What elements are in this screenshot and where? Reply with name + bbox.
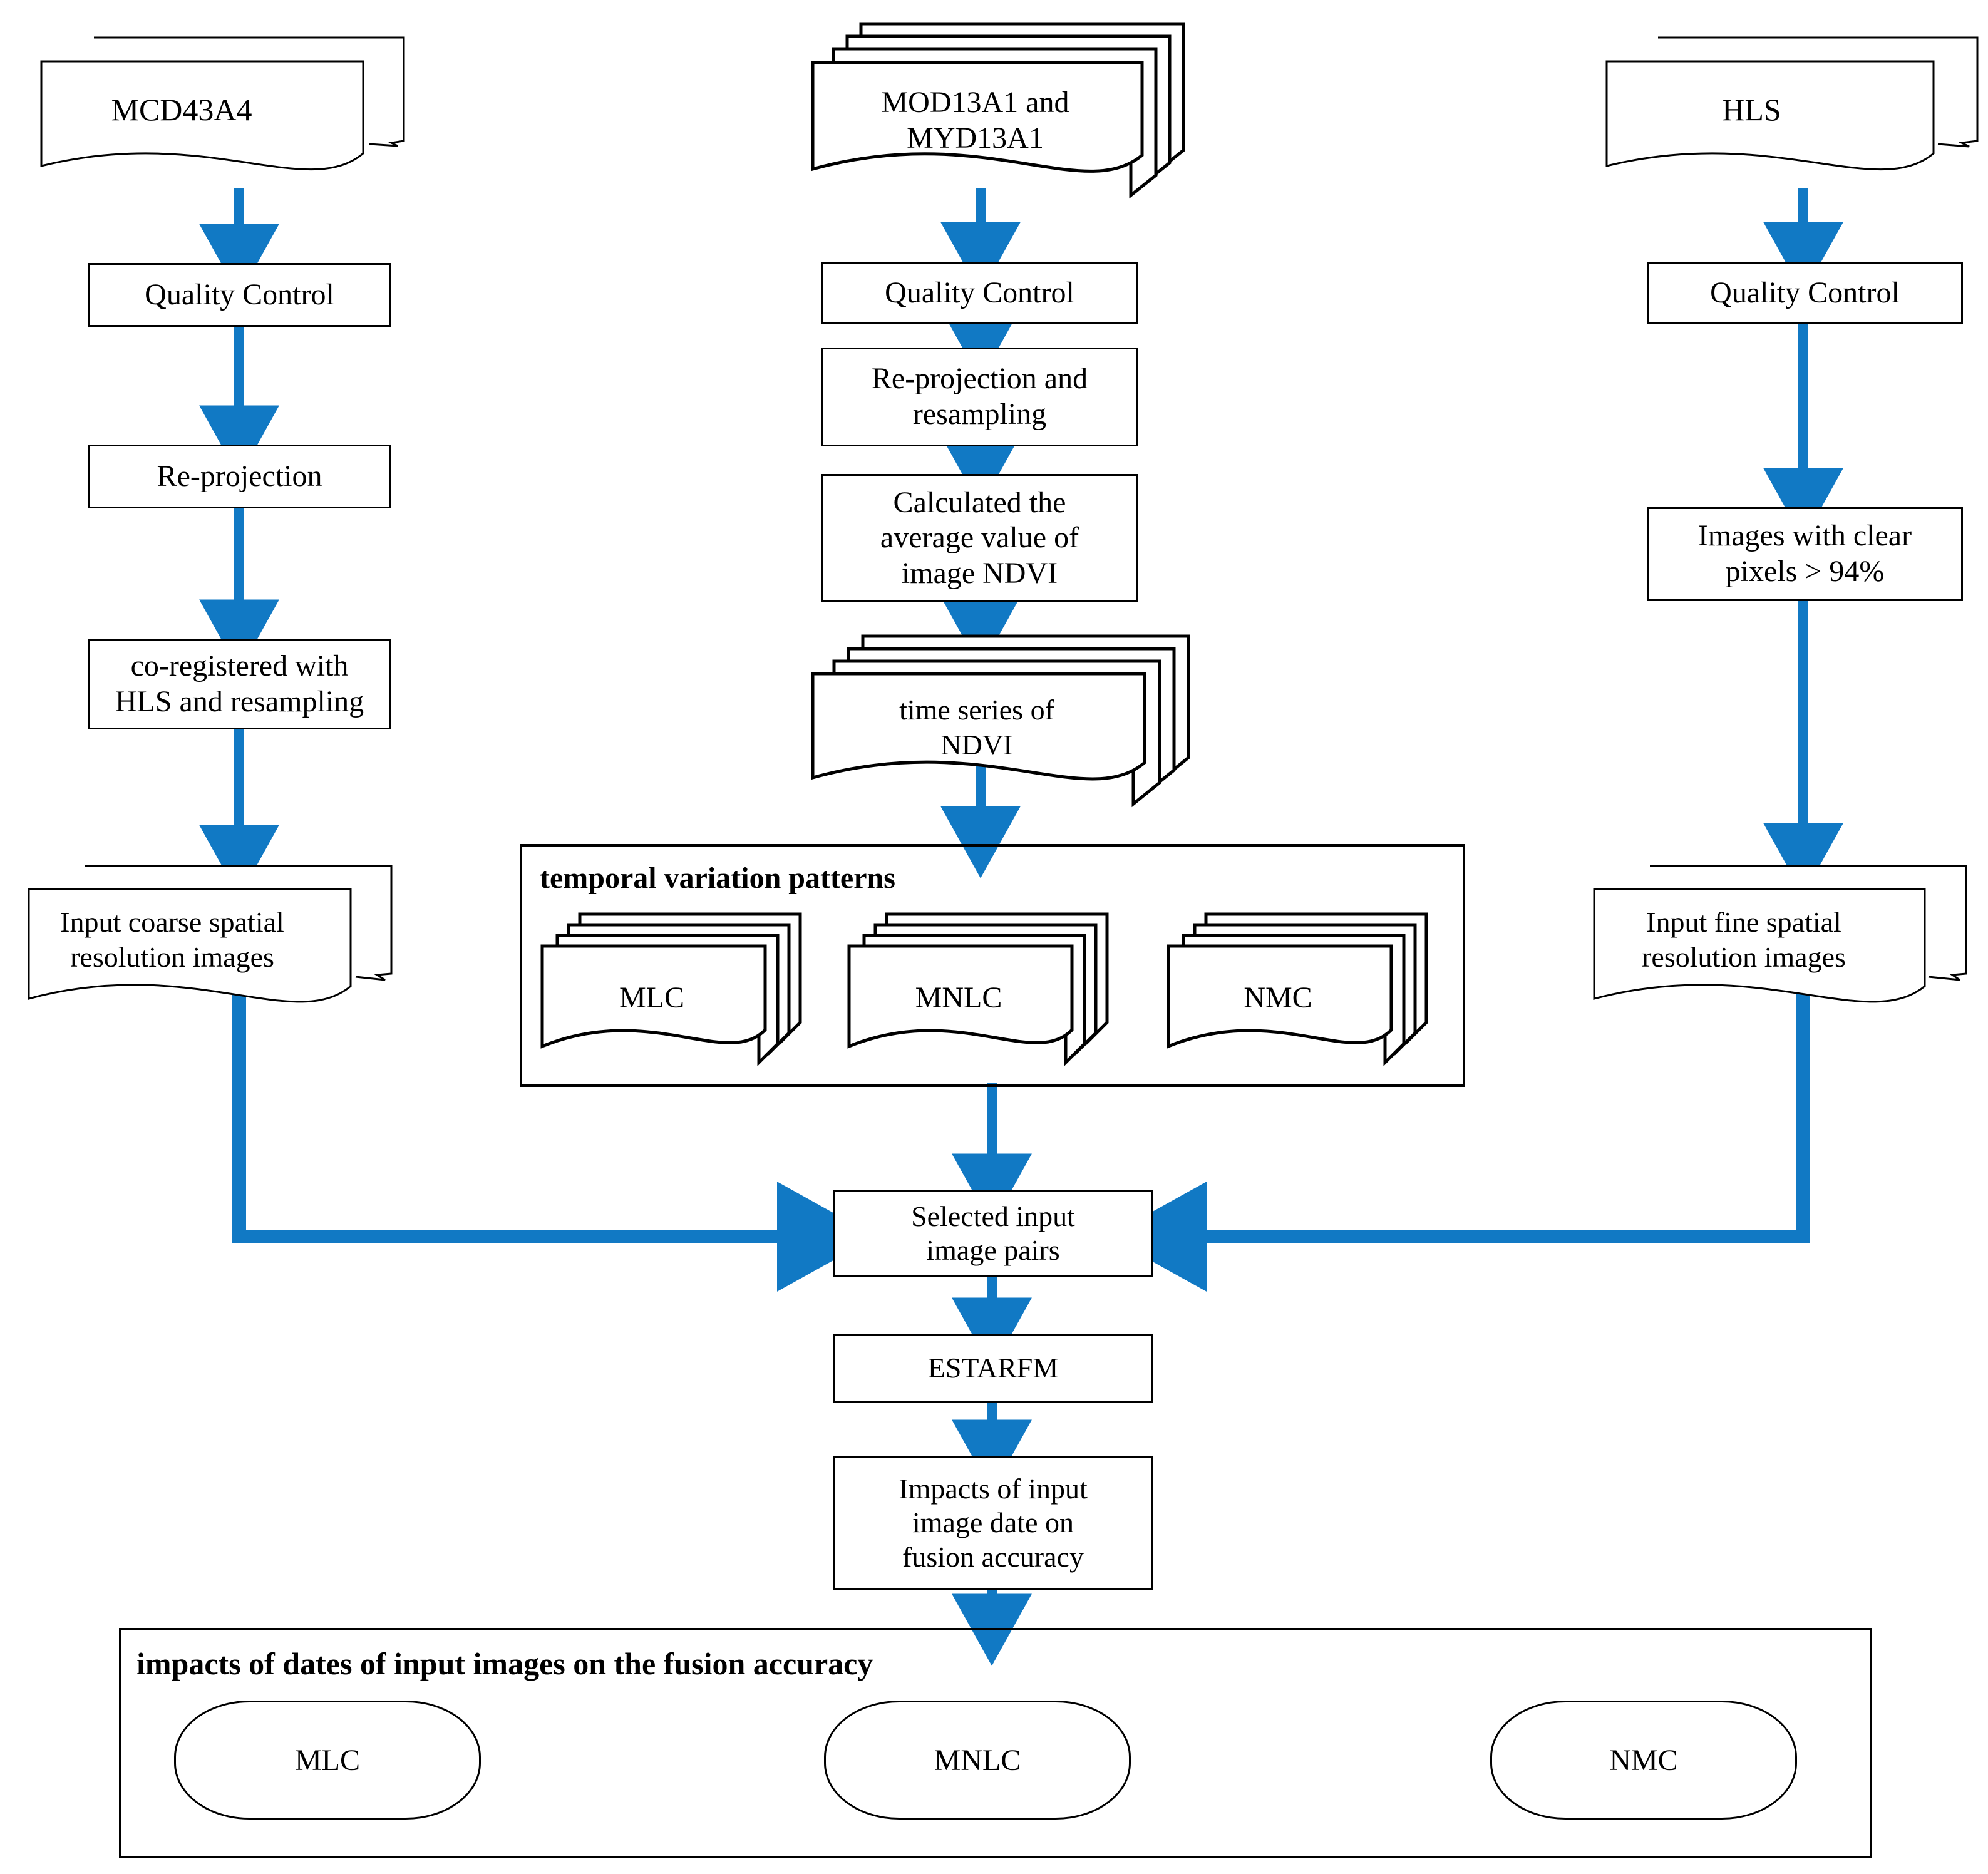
mid-step-calculate-ndvi: Calculated the average value of image ND…	[821, 474, 1138, 602]
tvp-doc-mnlc: MNLC	[845, 911, 1121, 1068]
doc-front-sheet	[28, 888, 352, 1003]
doc-front-sheet	[1167, 944, 1393, 1049]
impacts-line1: Impacts of input	[899, 1473, 1088, 1505]
impacts-box: Impacts of input image date on fusion ac…	[833, 1456, 1153, 1590]
left-step-quality-control: Quality Control	[88, 263, 391, 327]
selected-input-image-pairs: Selected input image pairs	[833, 1190, 1153, 1277]
left-step-reprojection: Re-projection	[88, 445, 391, 508]
right-step-clear-pixels-line2: pixels > 94%	[1725, 555, 1885, 588]
selected-input-image-pairs-line2: image pairs	[926, 1234, 1060, 1266]
estarfm-box: ESTARFM	[833, 1334, 1153, 1403]
source-doc-mod-myd: MOD13A1 and MYD13A1	[808, 19, 1202, 200]
selected-input-image-pairs-line1: Selected input	[911, 1200, 1075, 1232]
mid-step-calculate-line2: average value of	[880, 521, 1079, 555]
estarfm-label: ESTARFM	[927, 1351, 1059, 1384]
left-step-quality-control-label: Quality Control	[145, 277, 334, 311]
mid-step-quality-control: Quality Control	[821, 262, 1138, 324]
mid-step-reprojection-line1: Re-projection and	[871, 362, 1088, 396]
mid-step-calculate-line3: image NDVI	[901, 556, 1058, 590]
result-pill-mnlc: MNLC	[824, 1701, 1131, 1820]
output-doc-coarse-images: Input coarse spatial resolution images	[25, 861, 401, 1033]
results-group-title: impacts of dates of input images on the …	[136, 1646, 873, 1681]
mid-step-calculate-line1: Calculated the	[893, 485, 1066, 519]
source-doc-mcd43a4: MCD43A4	[38, 31, 407, 194]
doc-front-sheet	[40, 60, 364, 171]
output-doc-fine-images: Input fine spatial resolution images	[1590, 861, 1979, 1033]
output-doc-time-series-ndvi: time series of NDVI	[808, 632, 1208, 808]
doc-front-sheet	[1593, 888, 1926, 1003]
impacts-line3: fusion accuracy	[902, 1540, 1084, 1573]
result-pill-mlc: MLC	[174, 1701, 481, 1820]
doc-front-sheet	[1605, 60, 1935, 171]
mid-step-reprojection-line2: resampling	[912, 398, 1047, 431]
right-step-quality-control-label: Quality Control	[1710, 275, 1900, 309]
left-step-coregistered-line1: co-registered with	[130, 649, 349, 682]
result-pill-mnlc-label: MNLC	[934, 1743, 1021, 1777]
result-pill-nmc-label: NMC	[1609, 1743, 1678, 1777]
mid-step-quality-control-label: Quality Control	[885, 275, 1074, 309]
right-step-clear-pixels-line1: Images with clear	[1697, 519, 1912, 553]
results-group	[119, 1628, 1872, 1858]
source-doc-hls: HLS	[1603, 31, 1982, 194]
right-step-clear-pixels: Images with clear pixels > 94%	[1647, 507, 1963, 601]
mid-step-reprojection-resampling: Re-projection and resampling	[821, 348, 1138, 446]
result-pill-nmc: NMC	[1490, 1701, 1797, 1820]
doc-front-sheet	[811, 672, 1146, 781]
temporal-variation-patterns-title: temporal variation patterns	[540, 862, 895, 895]
left-step-coregistered: co-registered with HLS and resampling	[88, 639, 391, 729]
doc-front-sheet	[811, 61, 1144, 173]
impacts-line2: image date on	[912, 1506, 1074, 1539]
temporal-variation-patterns-group	[520, 844, 1465, 1087]
left-step-reprojection-label: Re-projection	[157, 459, 322, 493]
left-step-coregistered-line2: HLS and resampling	[115, 684, 364, 718]
doc-front-sheet	[847, 944, 1074, 1049]
tvp-doc-mlc: MLC	[538, 911, 814, 1068]
right-step-quality-control: Quality Control	[1647, 262, 1963, 324]
result-pill-mlc-label: MLC	[294, 1743, 360, 1777]
tvp-doc-nmc: NMC	[1165, 911, 1440, 1068]
doc-front-sheet	[540, 944, 767, 1049]
